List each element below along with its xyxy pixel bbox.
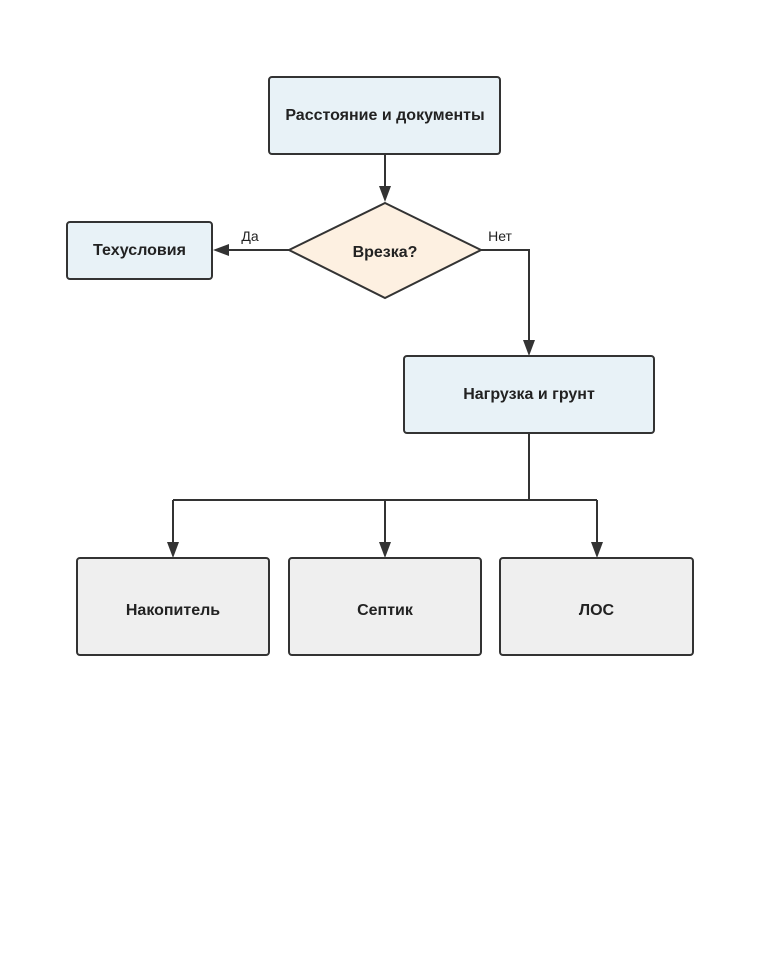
arrow-to-los: [591, 542, 603, 558]
node-start-box: [268, 76, 501, 155]
arrow-start-to-decision: [379, 186, 391, 202]
node-option-los-box: [499, 557, 694, 656]
arrow-decision-to-yes: [213, 244, 229, 256]
edge-label-no: Нет: [488, 228, 512, 244]
node-option-los-label: ЛОС: [579, 602, 615, 619]
node-option-septic-box: [288, 557, 482, 656]
node-load: Нагрузка и грунт: [403, 355, 655, 434]
node-option-storage-label: Накопитель: [126, 602, 220, 619]
node-option-los: ЛОС: [499, 557, 694, 656]
node-start: Расстояние и документы: [268, 76, 501, 155]
connectors: [167, 155, 603, 558]
arrow-to-septic: [379, 542, 391, 558]
arrow-to-storage: [167, 542, 179, 558]
node-load-label: Нагрузка и грунт: [463, 386, 595, 403]
arrow-decision-to-load: [523, 340, 535, 356]
node-option-septic: Септик: [288, 557, 482, 656]
edge-label-yes: Да: [241, 228, 258, 244]
node-decision-diamond: [286, 201, 484, 300]
node-yes-target-box: [66, 221, 213, 280]
node-option-storage: Накопитель: [76, 557, 270, 656]
node-option-septic-label: Септик: [357, 602, 414, 619]
node-yes-target-label: Техусловия: [93, 242, 186, 259]
node-start-label: Расстояние и документы: [285, 107, 484, 124]
node-decision: Врезка?: [286, 201, 484, 300]
node-load-box: [403, 355, 655, 434]
node-decision-label: Врезка?: [353, 244, 418, 261]
node-option-storage-box: [76, 557, 270, 656]
node-yes-target: Техусловия: [66, 221, 213, 280]
edge-decision-to-load: [481, 249, 530, 345]
